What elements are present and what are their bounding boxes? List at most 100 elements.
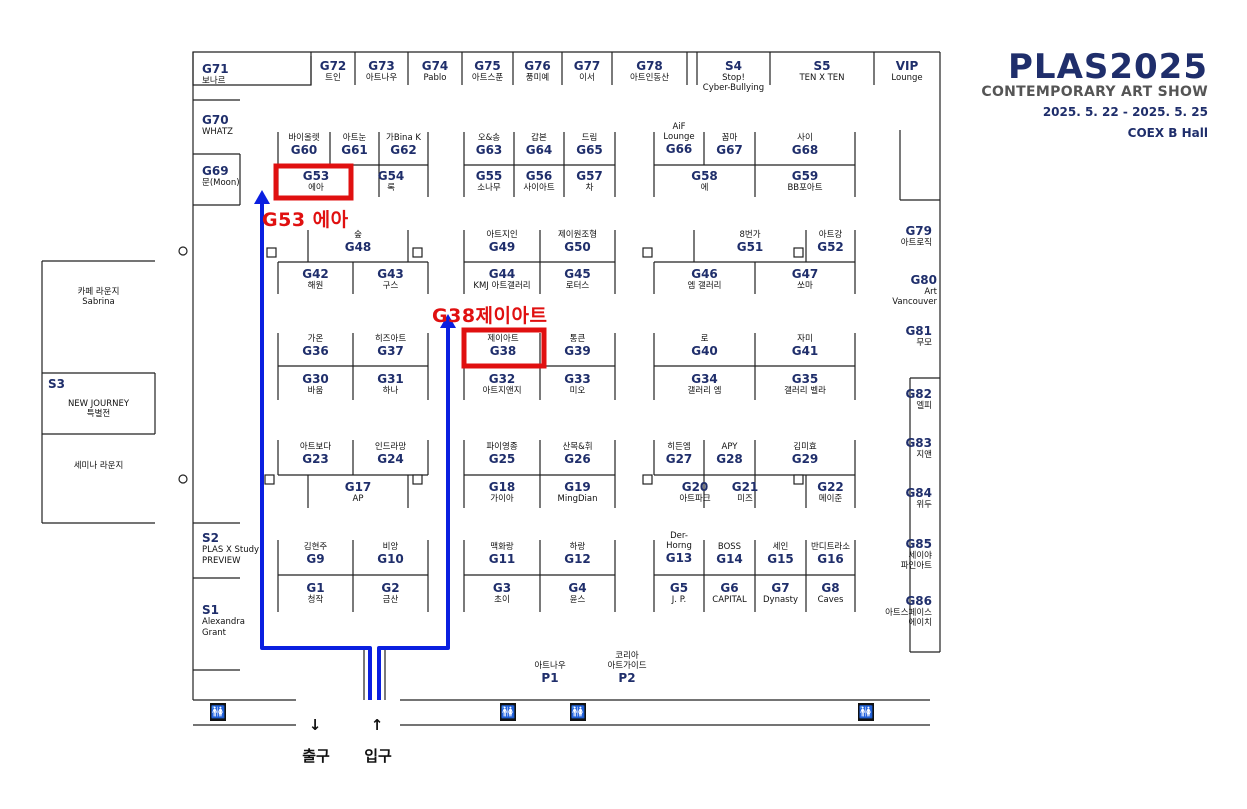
entrance-label[interactable]: 입구 bbox=[364, 747, 392, 765]
route-arrowheads bbox=[254, 190, 456, 328]
exit-label[interactable]: 출구 bbox=[302, 747, 330, 765]
restroom-icon: 🚻 bbox=[570, 703, 586, 721]
seminar-lounge[interactable]: 세미나 라운지 bbox=[73, 461, 124, 471]
